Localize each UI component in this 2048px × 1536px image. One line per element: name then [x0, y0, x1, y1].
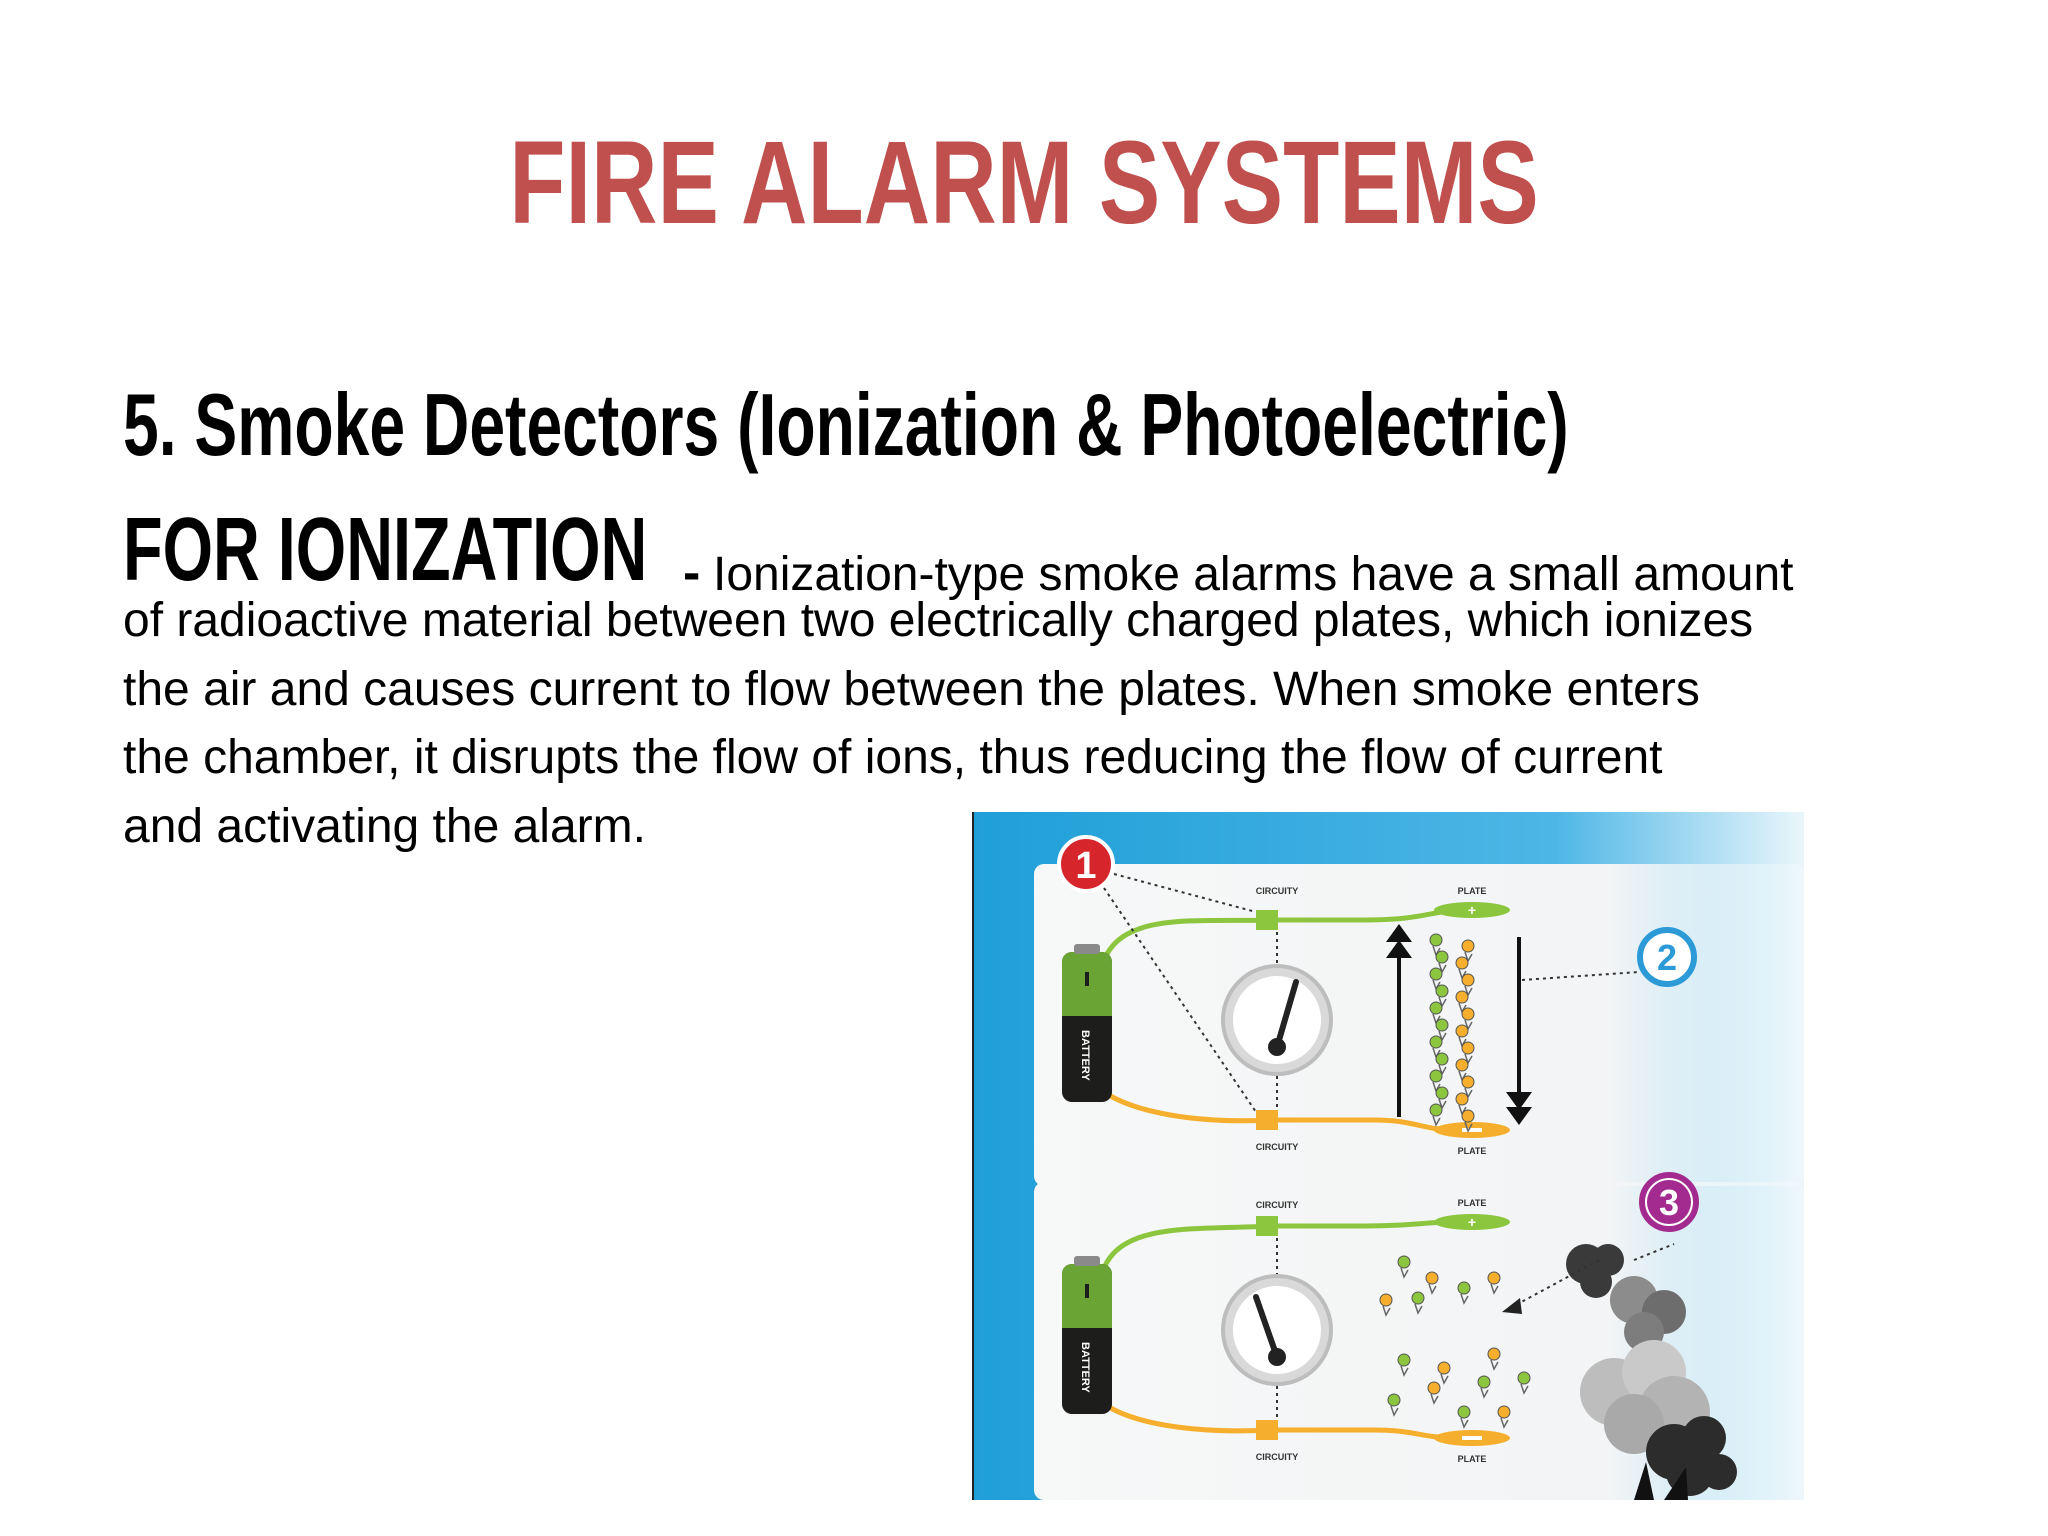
smoke-cloud-icon	[1566, 1244, 1737, 1500]
lead-heading: FOR IONIZATION	[123, 500, 648, 600]
svg-text:1: 1	[1075, 845, 1096, 887]
ion-icon	[1461, 939, 1475, 963]
plate-label: PLATE	[1458, 1146, 1487, 1156]
ion-icon	[1435, 1086, 1449, 1110]
plus-sign: +	[1468, 1214, 1476, 1230]
ion-icon	[1435, 1018, 1449, 1042]
meter-gauge-icon	[1221, 1274, 1333, 1386]
minus-sign	[1462, 1436, 1482, 1440]
paragraph-line: the air and causes current to flow betwe…	[123, 662, 1700, 716]
circuitry-box	[1256, 1216, 1278, 1236]
ion-icon	[1517, 1371, 1531, 1395]
svg-text:3: 3	[1659, 1182, 1679, 1223]
circuitry-box	[1256, 1420, 1278, 1440]
ion-icon	[1427, 1381, 1441, 1405]
battery-icon: BATTERY	[1062, 944, 1112, 1102]
battery-label: BATTERY	[1079, 1342, 1091, 1393]
pointer-line	[1103, 887, 1257, 1113]
meter-gauge-icon	[1221, 964, 1333, 1076]
battery-label: BATTERY	[1079, 1030, 1091, 1081]
ion-icon	[1477, 1375, 1491, 1399]
plate-label: PLATE	[1458, 1454, 1487, 1464]
description-paragraph: of radioactive material between two elec…	[123, 587, 1923, 861]
circuitry-label: CIRCUITY	[1256, 1200, 1299, 1210]
down-arrow-icon	[1506, 937, 1532, 1125]
ion-icon	[1487, 1271, 1501, 1295]
circuitry-label: CIRCUITY	[1256, 886, 1299, 896]
positive-plate	[1434, 1214, 1510, 1230]
ion-icon	[1487, 1347, 1501, 1371]
marker-1-badge: 1	[1057, 835, 1115, 893]
circuitry-box	[1256, 1110, 1278, 1130]
ion-column	[1429, 933, 1475, 1133]
positive-plate	[1434, 902, 1510, 918]
ion-icon	[1411, 1291, 1425, 1315]
description-block: FOR IONIZATION - Ionization-type smoke a…	[123, 505, 1923, 861]
ion-icon	[1425, 1271, 1439, 1295]
paragraph-line: the chamber, it disrupts the flow of ion…	[123, 731, 1663, 784]
plus-sign: +	[1468, 902, 1476, 918]
ion-icon	[1379, 1293, 1393, 1317]
up-arrow-icon	[1386, 924, 1412, 1117]
lead-dash: -	[683, 544, 701, 602]
svg-text:2: 2	[1657, 937, 1677, 978]
ion-icon	[1437, 1361, 1451, 1385]
circuitry-box	[1256, 910, 1278, 930]
scattered-ions	[1379, 1255, 1531, 1429]
marker-3-badge: 3	[1639, 1172, 1699, 1232]
plate-label: PLATE	[1458, 1198, 1487, 1208]
circuitry-label: CIRCUITY	[1256, 1452, 1299, 1462]
lead-text: Ionization-type smoke alarms have a smal…	[713, 548, 1794, 601]
ion-icon	[1397, 1255, 1411, 1279]
top-panel	[1034, 864, 1804, 1186]
smoke-pointer-arrow	[1502, 1243, 1675, 1314]
ion-icon	[1429, 1103, 1443, 1127]
marker-2-badge: 2	[1637, 927, 1697, 987]
battery-icon: BATTERY	[1062, 1256, 1112, 1414]
ion-icon	[1435, 1052, 1449, 1076]
plate-label: PLATE	[1458, 886, 1487, 896]
ionization-diagram: CIRCUITY CIRCUITY + PLATE PLATE BATTERY	[972, 812, 1806, 1500]
ion-icon	[1497, 1405, 1511, 1429]
paragraph-line: of radioactive material between two elec…	[123, 594, 1754, 647]
lead-line: FOR IONIZATION - Ionization-type smoke a…	[123, 505, 1923, 602]
paragraph-line: and activating the alarm.	[123, 799, 646, 853]
ion-icon	[1455, 1092, 1469, 1116]
pointer-line	[1521, 971, 1640, 981]
ion-icon	[1457, 1281, 1471, 1305]
slide-title: FIRE ALARM SYSTEMS	[509, 117, 1539, 249]
ionization-diagram-svg: CIRCUITY CIRCUITY + PLATE PLATE BATTERY	[974, 812, 1804, 1500]
ion-icon	[1455, 1058, 1469, 1082]
ion-icon	[1429, 967, 1443, 991]
ion-icon	[1387, 1393, 1401, 1417]
ion-icon	[1457, 1405, 1471, 1429]
slide-subtitle: 5. Smoke Detectors (Ionization & Photoel…	[123, 375, 1569, 474]
ion-icon	[1397, 1353, 1411, 1377]
ion-icon	[1461, 1109, 1475, 1133]
circuitry-label: CIRCUITY	[1256, 1142, 1299, 1152]
minus-sign	[1462, 1128, 1482, 1132]
